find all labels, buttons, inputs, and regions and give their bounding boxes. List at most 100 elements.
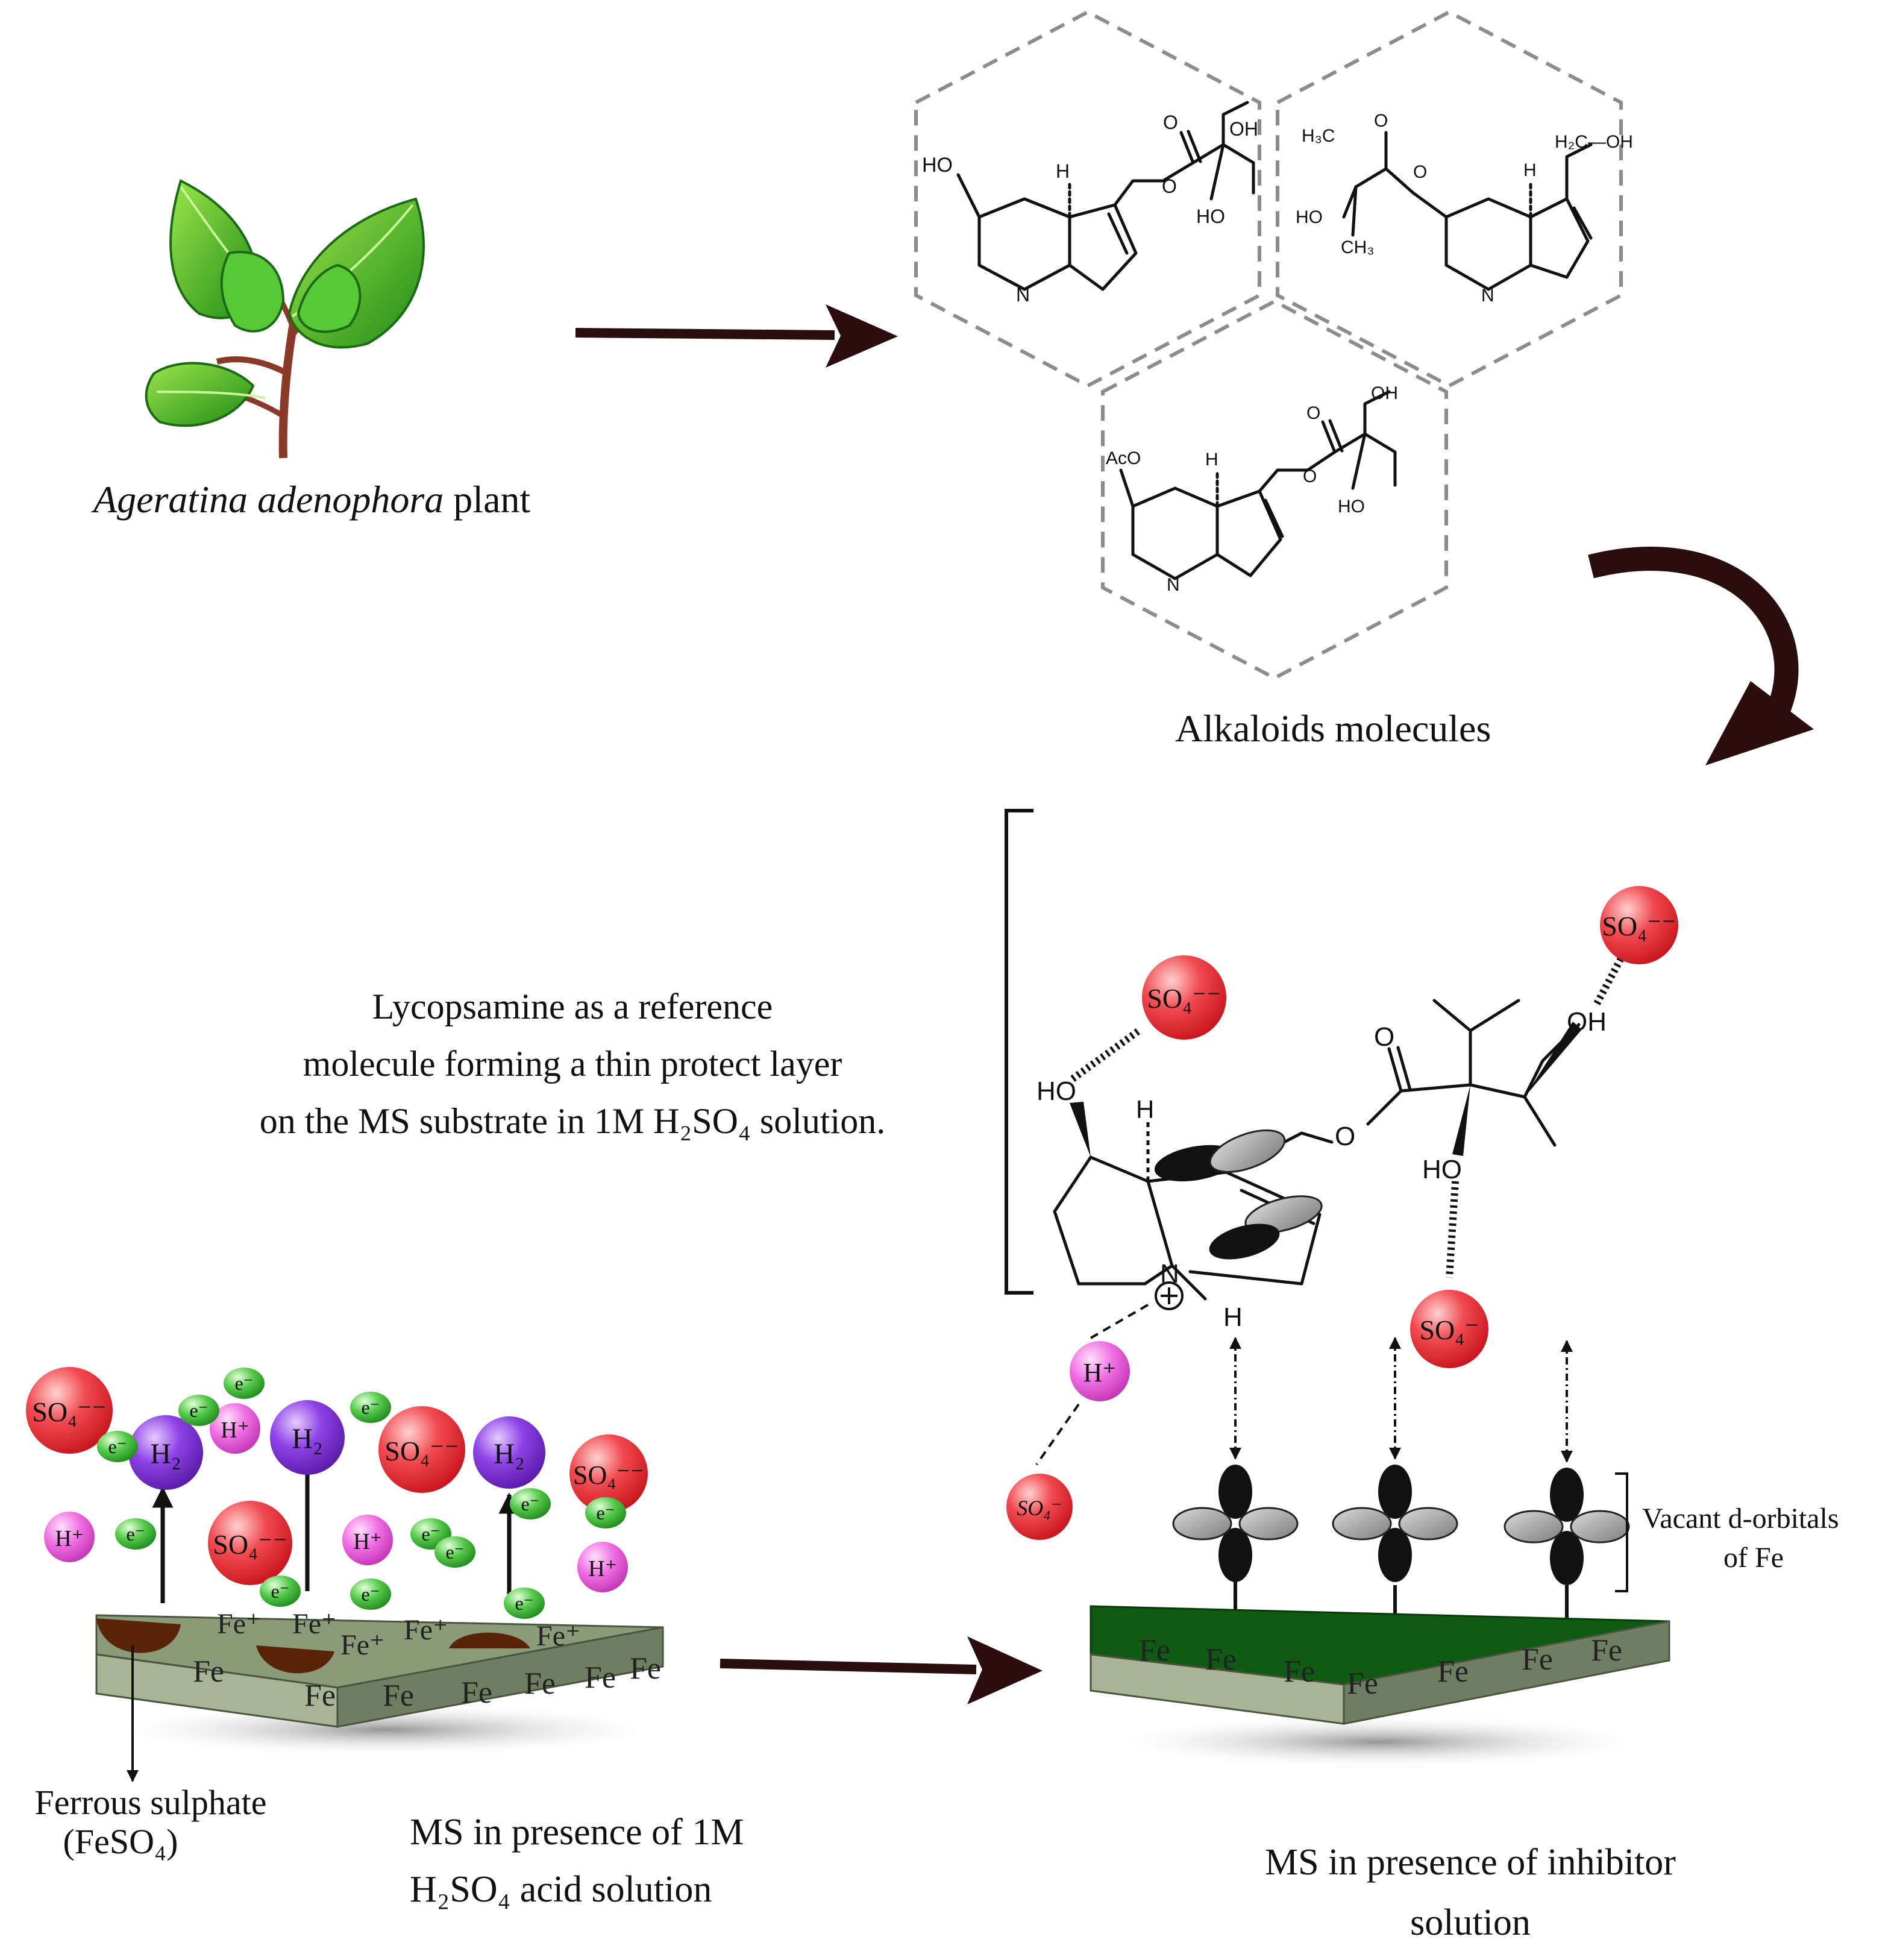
label-line: of Fe bbox=[1723, 1542, 1784, 1574]
svg-text:SO₄⁻⁻: SO₄⁻⁻ bbox=[1147, 983, 1221, 1014]
alkaloid-molecule-2: H₃C O O HO CH₃ H H₂C—OH N bbox=[1276, 10, 1633, 388]
lycopsamine-caption: Lycopsamine as a reference molecule form… bbox=[260, 987, 886, 1141]
svg-text:Fe: Fe bbox=[461, 1676, 492, 1710]
svg-text:H⁺: H⁺ bbox=[588, 1556, 617, 1582]
iron-atom-labels-acid: Fe Fe Fe Fe Fe Fe Fe Fe⁺ Fe⁺ Fe⁺ Fe⁺ Fe⁺ bbox=[193, 1608, 661, 1713]
electron-sphere: e⁻ bbox=[585, 1497, 626, 1528]
h-plus-sphere: H⁺ bbox=[342, 1515, 393, 1565]
atom-label: O bbox=[1306, 403, 1320, 423]
svg-text:Ferrous sulphate: Ferrous sulphate bbox=[35, 1783, 267, 1822]
atom-label: OH bbox=[1567, 1007, 1607, 1037]
svg-text:SO₄⁻⁻: SO₄⁻⁻ bbox=[1602, 911, 1676, 941]
svg-text:e⁻: e⁻ bbox=[445, 1541, 464, 1563]
h-plus-sphere: H⁺ bbox=[577, 1542, 628, 1592]
svg-text:Fe: Fe bbox=[1522, 1642, 1553, 1677]
svg-text:e⁻: e⁻ bbox=[189, 1399, 208, 1421]
d-orbital bbox=[1504, 1468, 1630, 1585]
caption-line: on the MS substrate in 1M H₂SO₄ solution… bbox=[260, 1101, 886, 1141]
lycopsamine-structure: HO H N O O HO OH H bbox=[1036, 999, 1607, 1332]
atom-label: O bbox=[1374, 111, 1388, 131]
curved-arrow-to-mechanism bbox=[1588, 547, 1814, 765]
hydrogen-evolution-arrows bbox=[152, 1450, 520, 1603]
h-plus-sphere: H⁺ bbox=[210, 1403, 260, 1454]
alkaloid-molecule-3: AcO H N O O HO OH bbox=[1101, 299, 1448, 680]
svg-text:Fe: Fe bbox=[1284, 1654, 1315, 1689]
svg-text:MS in presence of 1M: MS in presence of 1M bbox=[410, 1812, 744, 1853]
svg-text:e⁻: e⁻ bbox=[126, 1523, 145, 1545]
atom-label: H bbox=[1136, 1095, 1154, 1123]
svg-text:SO₄⁻⁻: SO₄⁻⁻ bbox=[573, 1460, 644, 1490]
svg-text:Fe: Fe bbox=[304, 1679, 336, 1713]
ms-substrate-acid bbox=[95, 1614, 675, 1757]
electron-sphere: e⁻ bbox=[178, 1395, 219, 1426]
svg-text:MS in presence of inhibitor: MS in presence of inhibitor bbox=[1265, 1842, 1676, 1883]
atom-label: HO bbox=[1196, 206, 1225, 227]
svg-text:H⁺: H⁺ bbox=[55, 1526, 84, 1551]
atom-label: O bbox=[1163, 112, 1178, 133]
electron-sphere: e⁻ bbox=[410, 1518, 451, 1550]
so4-sphere: SO₄⁻⁻ bbox=[208, 1501, 292, 1585]
svg-text:e⁻: e⁻ bbox=[108, 1436, 127, 1457]
h2-sphere: H₂ bbox=[270, 1400, 345, 1475]
atom-label: HO bbox=[1422, 1155, 1462, 1184]
svg-text:solution: solution bbox=[1410, 1902, 1531, 1943]
atom-label: H bbox=[1223, 1302, 1243, 1332]
svg-text:Fe: Fe bbox=[585, 1660, 616, 1695]
atom-label: H₂C—OH bbox=[1555, 132, 1633, 152]
svg-text:Fe: Fe bbox=[383, 1679, 414, 1713]
atom-label: H bbox=[1205, 450, 1218, 470]
ms-inhibitor-caption: MS in presence of inhibitor solution bbox=[1265, 1842, 1676, 1943]
svg-text:Fe: Fe bbox=[1347, 1666, 1378, 1701]
arrow-plant-to-molecules bbox=[575, 304, 898, 368]
atom-label: AcO bbox=[1106, 448, 1141, 468]
atom-label: HO bbox=[1296, 207, 1323, 227]
electron-sphere: e⁻ bbox=[224, 1368, 265, 1399]
plant-illustration bbox=[145, 179, 425, 459]
svg-text:Fe: Fe bbox=[524, 1666, 556, 1701]
atom-label: H₃C bbox=[1302, 126, 1335, 146]
svg-text:e⁻: e⁻ bbox=[515, 1592, 533, 1614]
svg-text:e⁻: e⁻ bbox=[596, 1502, 615, 1524]
alkaloid-molecule-1: HO H N O O HO OH bbox=[914, 10, 1261, 388]
plant-caption: Ageratina adenophora plant bbox=[91, 478, 530, 521]
svg-text:e⁻: e⁻ bbox=[234, 1372, 253, 1394]
so4-sphere: SO₄⁻⁻ bbox=[26, 1367, 113, 1454]
arrow-acid-to-inhibitor bbox=[720, 1636, 1043, 1704]
so4-sphere: SO₄⁻⁻ bbox=[378, 1406, 465, 1493]
atom-label: H bbox=[1523, 160, 1537, 180]
electron-sphere: e⁻ bbox=[434, 1536, 475, 1568]
so4-sphere: SO₄⁻ bbox=[1410, 1290, 1488, 1368]
donor-acceptor-arrows bbox=[1229, 1337, 1573, 1463]
electron-sphere: e⁻ bbox=[504, 1588, 545, 1619]
ferrous-sulphate-label: Ferrous sulphate (FeSO₄) bbox=[35, 1783, 267, 1861]
electron-sphere: e⁻ bbox=[115, 1518, 156, 1550]
svg-text:SO₄⁻⁻: SO₄⁻⁻ bbox=[384, 1436, 459, 1466]
h2-sphere: H₂ bbox=[473, 1416, 545, 1489]
caption-line: Lycopsamine as a reference bbox=[372, 987, 773, 1026]
hydrogen-bonds bbox=[1035, 956, 1625, 1466]
svg-text:H⁺: H⁺ bbox=[221, 1418, 249, 1443]
svg-text:Fe: Fe bbox=[1591, 1633, 1622, 1668]
svg-text:Fe⁺: Fe⁺ bbox=[292, 1608, 336, 1640]
electron-sphere: e⁻ bbox=[97, 1431, 138, 1462]
svg-text:Fe: Fe bbox=[1205, 1642, 1237, 1677]
so4-sphere: SO₄⁻⁻ bbox=[1600, 886, 1678, 964]
electron-sphere: e⁻ bbox=[350, 1392, 391, 1423]
electron-sphere: e⁻ bbox=[260, 1575, 301, 1607]
atom-label: O bbox=[1374, 1022, 1394, 1052]
svg-text:SO₄⁻⁻: SO₄⁻⁻ bbox=[213, 1529, 287, 1560]
atom-label: OH bbox=[1229, 118, 1258, 140]
electron-sphere: e⁻ bbox=[350, 1578, 391, 1610]
h-plus-sphere: H⁺ bbox=[44, 1512, 95, 1562]
caption-line: molecule forming a thin protect layer bbox=[303, 1044, 842, 1084]
svg-text:H₂: H₂ bbox=[494, 1438, 524, 1470]
atom-label: HO bbox=[922, 154, 953, 177]
svg-text:Fe⁺: Fe⁺ bbox=[340, 1629, 384, 1661]
svg-text:Fe⁺: Fe⁺ bbox=[536, 1620, 580, 1652]
svg-text:Fe: Fe bbox=[1139, 1633, 1170, 1668]
svg-text:e⁻: e⁻ bbox=[271, 1580, 289, 1602]
so4-sphere: SO₄⁻⁻ bbox=[1142, 955, 1226, 1040]
svg-text:Fe⁺: Fe⁺ bbox=[404, 1614, 448, 1646]
svg-text:H₂SO₄ acid solution: H₂SO₄ acid solution bbox=[410, 1869, 712, 1910]
